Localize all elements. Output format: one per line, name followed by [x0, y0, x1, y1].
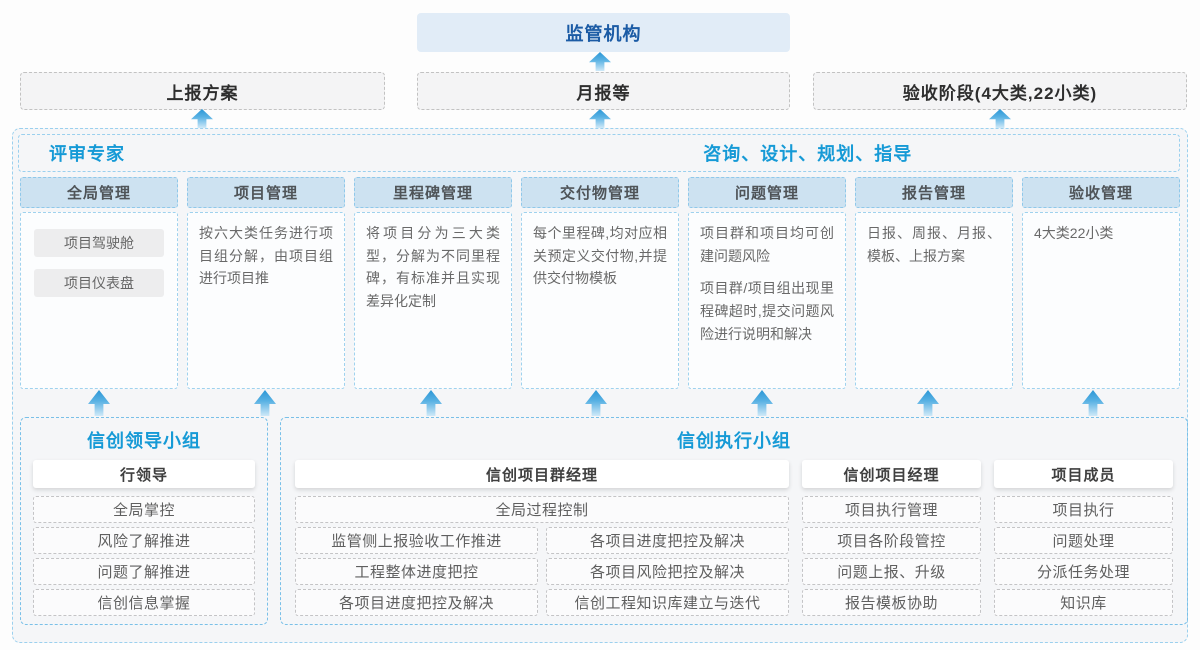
list-item: 信创工程知识库建立与迭代	[546, 589, 789, 616]
module-columns: 全局管理 项目驾驶舱 项目仪表盘 项目管理 按六大类任务进行项目组分解，由项目组…	[20, 177, 1180, 389]
role-header-bank-leader: 行领导	[33, 460, 255, 488]
role-header-project-member: 项目成员	[994, 460, 1173, 488]
consult-design-label: 咨询、设计、规划、指导	[703, 144, 913, 164]
column-report-mgmt: 报告管理 日报、周报、月报、模板、上报方案	[855, 177, 1013, 389]
exec-group: 信创执行小组 信创项目群经理 全局过程控制 监管侧上报验收工作推进 工程整体进度…	[280, 417, 1188, 625]
up-arrow-icon	[989, 109, 1011, 128]
regulator-box: 监管机构	[417, 13, 790, 52]
column-header: 交付物管理	[521, 177, 679, 208]
column-body: 将项目分为三大类型，分解为不同里程碑，有标准并且实现差异化定制	[354, 212, 512, 389]
stage-label: 上报方案	[166, 83, 239, 103]
stage-label: 月报等	[576, 83, 631, 103]
exec-group-title: 信创执行小组	[677, 431, 791, 451]
column-body: 项目群和项目均可创建问题风险 项目群/项目组出现里程碑超时,提交问题风险进行说明…	[688, 212, 846, 389]
up-arrow-icon	[589, 52, 611, 71]
column-header: 问题管理	[688, 177, 846, 208]
project-member-section: 项目成员 项目执行 问题处理 分派任务处理 知识库	[994, 460, 1173, 616]
column-description: 将项目分为三大类型，分解为不同里程碑，有标准并且实现差异化定制	[366, 225, 500, 310]
expert-header-bar: 评审专家 咨询、设计、规划、指导	[18, 134, 1180, 172]
column-header: 里程碑管理	[354, 177, 512, 208]
column-body: 项目驾驶舱 项目仪表盘	[20, 212, 178, 389]
list-item: 项目各阶段管控	[802, 527, 981, 554]
leader-group-title: 信创领导小组	[87, 431, 201, 451]
column-description: 日报、周报、月报、模板、上报方案	[867, 225, 1001, 264]
regulator-label: 监管机构	[565, 23, 642, 44]
leader-group-body: 行领导 全局掌控 风险了解推进 问题了解推进 信创信息掌握	[21, 453, 267, 628]
list-item: 信创信息掌握	[33, 589, 255, 616]
project-manager-section: 信创项目经理 项目执行管理 项目各阶段管控 问题上报、升级 报告模板协助	[802, 460, 981, 616]
column-project-mgmt: 项目管理 按六大类任务进行项目组分解，由项目组进行项目推	[187, 177, 345, 389]
column-header: 验收管理	[1022, 177, 1180, 208]
column-header: 项目管理	[187, 177, 345, 208]
program-manager-left-items: 监管侧上报验收工作推进 工程整体进度把控 各项目进度把控及解决	[295, 527, 538, 616]
column-body: 4大类22小类	[1022, 212, 1180, 389]
list-item: 全局掌控	[33, 496, 255, 523]
column-description: 每个里程碑,均对应相关预定义交付物,并提供交付物模板	[533, 225, 667, 287]
list-item: 工程整体进度把控	[295, 558, 538, 585]
column-description: 4大类22小类	[1034, 225, 1114, 241]
list-item: 项目执行	[994, 496, 1173, 523]
column-issue-mgmt: 问题管理 项目群和项目均可创建问题风险 项目群/项目组出现里程碑超时,提交问题风…	[688, 177, 846, 389]
role-header-program-manager: 信创项目群经理	[295, 460, 789, 488]
program-manager-right-items: 各项目进度把控及解决 各项目风险把控及解决 信创工程知识库建立与迭代	[546, 527, 789, 616]
list-item: 问题上报、升级	[802, 558, 981, 585]
up-arrow-icon	[589, 109, 611, 128]
list-item: 知识库	[994, 589, 1173, 616]
column-header: 全局管理	[20, 177, 178, 208]
exec-group-body: 信创项目群经理 全局过程控制 监管侧上报验收工作推进 工程整体进度把控 各项目进…	[281, 453, 1187, 628]
column-description: 按六大类任务进行项目组分解，由项目组进行项目推	[199, 225, 333, 287]
program-manager-section: 信创项目群经理 全局过程控制 监管侧上报验收工作推进 工程整体进度把控 各项目进…	[295, 460, 789, 616]
leader-group: 信创领导小组 行领导 全局掌控 风险了解推进 问题了解推进 信创信息掌握	[20, 417, 268, 625]
review-experts-label: 评审专家	[49, 144, 125, 164]
list-item: 项目执行管理	[802, 496, 981, 523]
list-item: 风险了解推进	[33, 527, 255, 554]
column-global-mgmt: 全局管理 项目驾驶舱 项目仪表盘	[20, 177, 178, 389]
list-item: 监管侧上报验收工作推进	[295, 527, 538, 554]
stage-box-report-plan: 上报方案	[20, 72, 385, 110]
pill-project-cockpit: 项目驾驶舱	[34, 229, 164, 257]
list-item: 问题处理	[994, 527, 1173, 554]
column-description: 项目群/项目组出现里程碑超时,提交问题风险进行说明和解决	[700, 280, 834, 342]
list-item: 各项目进度把控及解决	[546, 527, 789, 554]
list-item: 全局过程控制	[295, 496, 789, 523]
program-manager-item-grid: 监管侧上报验收工作推进 工程整体进度把控 各项目进度把控及解决 各项目进度把控及…	[295, 527, 789, 616]
pill-project-dashboard: 项目仪表盘	[34, 269, 164, 297]
column-body: 每个里程碑,均对应相关预定义交付物,并提供交付物模板	[521, 212, 679, 389]
stage-box-acceptance-phase: 验收阶段(4大类,22小类)	[813, 72, 1187, 110]
stage-box-monthly-report: 月报等	[417, 72, 790, 110]
stage-label: 验收阶段(4大类,22小类)	[902, 83, 1098, 103]
column-body: 按六大类任务进行项目组分解，由项目组进行项目推	[187, 212, 345, 389]
project-member-items: 项目执行 问题处理 分派任务处理 知识库	[994, 496, 1173, 616]
column-acceptance-mgmt: 验收管理 4大类22小类	[1022, 177, 1180, 389]
list-item: 各项目进度把控及解决	[295, 589, 538, 616]
role-header-project-manager: 信创项目经理	[802, 460, 981, 488]
list-item: 各项目风险把控及解决	[546, 558, 789, 585]
column-deliverable-mgmt: 交付物管理 每个里程碑,均对应相关预定义交付物,并提供交付物模板	[521, 177, 679, 389]
list-item: 报告模板协助	[802, 589, 981, 616]
list-item: 问题了解推进	[33, 558, 255, 585]
program-manager-items: 全局过程控制 监管侧上报验收工作推进 工程整体进度把控 各项目进度把控及解决 各…	[295, 496, 789, 616]
column-description: 项目群和项目均可创建问题风险	[700, 225, 834, 264]
up-arrow-icon	[191, 109, 213, 128]
column-body: 日报、周报、月报、模板、上报方案	[855, 212, 1013, 389]
list-item: 分派任务处理	[994, 558, 1173, 585]
leader-items: 全局掌控 风险了解推进 问题了解推进 信创信息掌握	[33, 496, 255, 616]
column-header: 报告管理	[855, 177, 1013, 208]
project-manager-items: 项目执行管理 项目各阶段管控 问题上报、升级 报告模板协助	[802, 496, 981, 616]
column-milestone-mgmt: 里程碑管理 将项目分为三大类型，分解为不同里程碑，有标准并且实现差异化定制	[354, 177, 512, 389]
